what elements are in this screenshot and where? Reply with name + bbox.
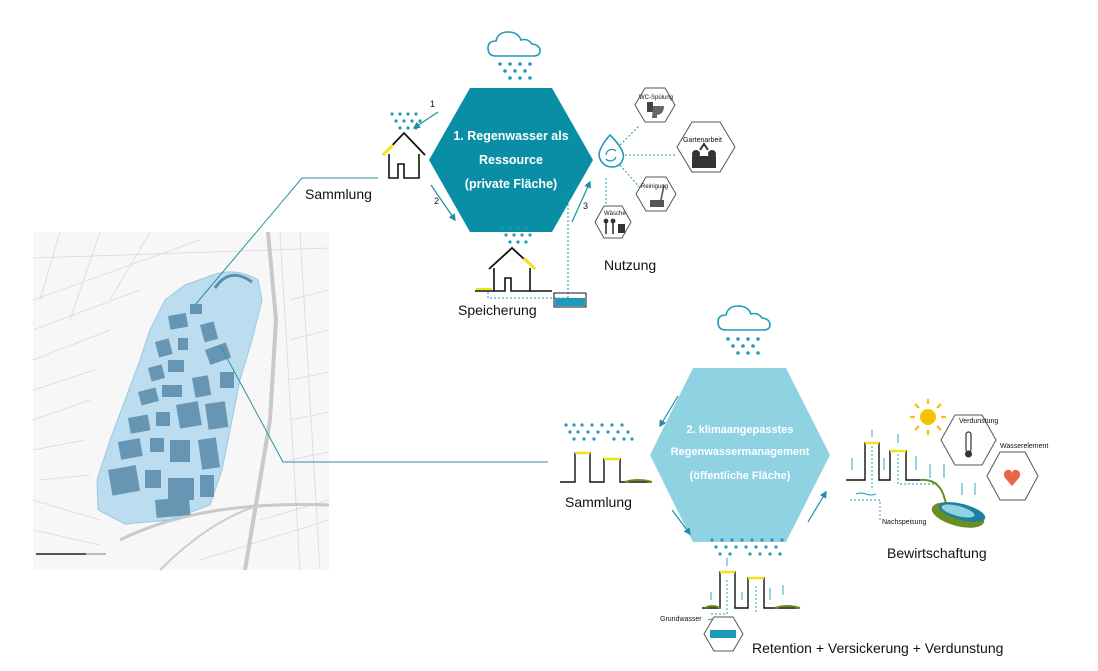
label-wasserelement: Wasserelement (1000, 443, 1049, 450)
step-1: 1 (430, 99, 436, 109)
hex-public (650, 368, 830, 542)
label-bewirtschaftung: Bewirtschaftung (887, 545, 987, 561)
hex-private-line1: 1. Regenwasser als (453, 129, 569, 143)
laundry-icon (594, 205, 632, 239)
hex-public-line3: (öffentliche Fläche) (689, 470, 791, 482)
thermometer-icon (940, 414, 997, 466)
house-icon (475, 190, 569, 299)
step-2: 2 (434, 196, 440, 206)
buildings-bewirtschaftung (846, 430, 986, 528)
recycle-drop-icon (598, 133, 625, 168)
hex-public-line2: Regenwassermanagement (670, 446, 810, 458)
label-grundwasser: Grundwasser (660, 616, 702, 623)
label-speicherung: Speicherung (458, 302, 537, 318)
hex-private-line2: Ressource (479, 153, 543, 167)
house-icon (381, 131, 426, 179)
cloud-icon (717, 305, 771, 331)
sun-icon (910, 399, 946, 435)
label-verdunstung: Verdunstung (959, 418, 999, 425)
label-wc: WC-Spülung (639, 95, 674, 101)
step-3: 3 (583, 201, 589, 211)
gardening-icon (676, 121, 736, 173)
hex-public-line1: 2. klimaangepasstes (686, 424, 794, 436)
heart-icon (986, 451, 1039, 501)
label-waesche: Wäsche (604, 211, 626, 217)
cloud-icon (487, 31, 541, 57)
label-nutzung: Nutzung (604, 257, 657, 273)
label-reinigung: Reinigung (641, 184, 669, 190)
hex-private-line3: (private Fläche) (464, 177, 558, 191)
label-sammlung-1: Sammlung (305, 186, 372, 202)
cleaning-icon (635, 176, 677, 212)
label-sammlung-2: Sammlung (565, 494, 632, 510)
site-map (32, 231, 331, 571)
toilet-icon (634, 87, 676, 123)
label-nachspeisung: Nachspeisung (882, 519, 927, 526)
label-retention: Retention + Versickerung + Verdunstung (752, 640, 1004, 656)
water-tank-icon (553, 292, 587, 308)
buildings-sammlung (560, 452, 652, 483)
groundwater-hex (703, 616, 744, 652)
hex-private (429, 88, 593, 232)
map-connectors (194, 177, 548, 463)
buildings-retention (702, 558, 801, 622)
label-garten: Gartenarbeit (683, 137, 722, 144)
